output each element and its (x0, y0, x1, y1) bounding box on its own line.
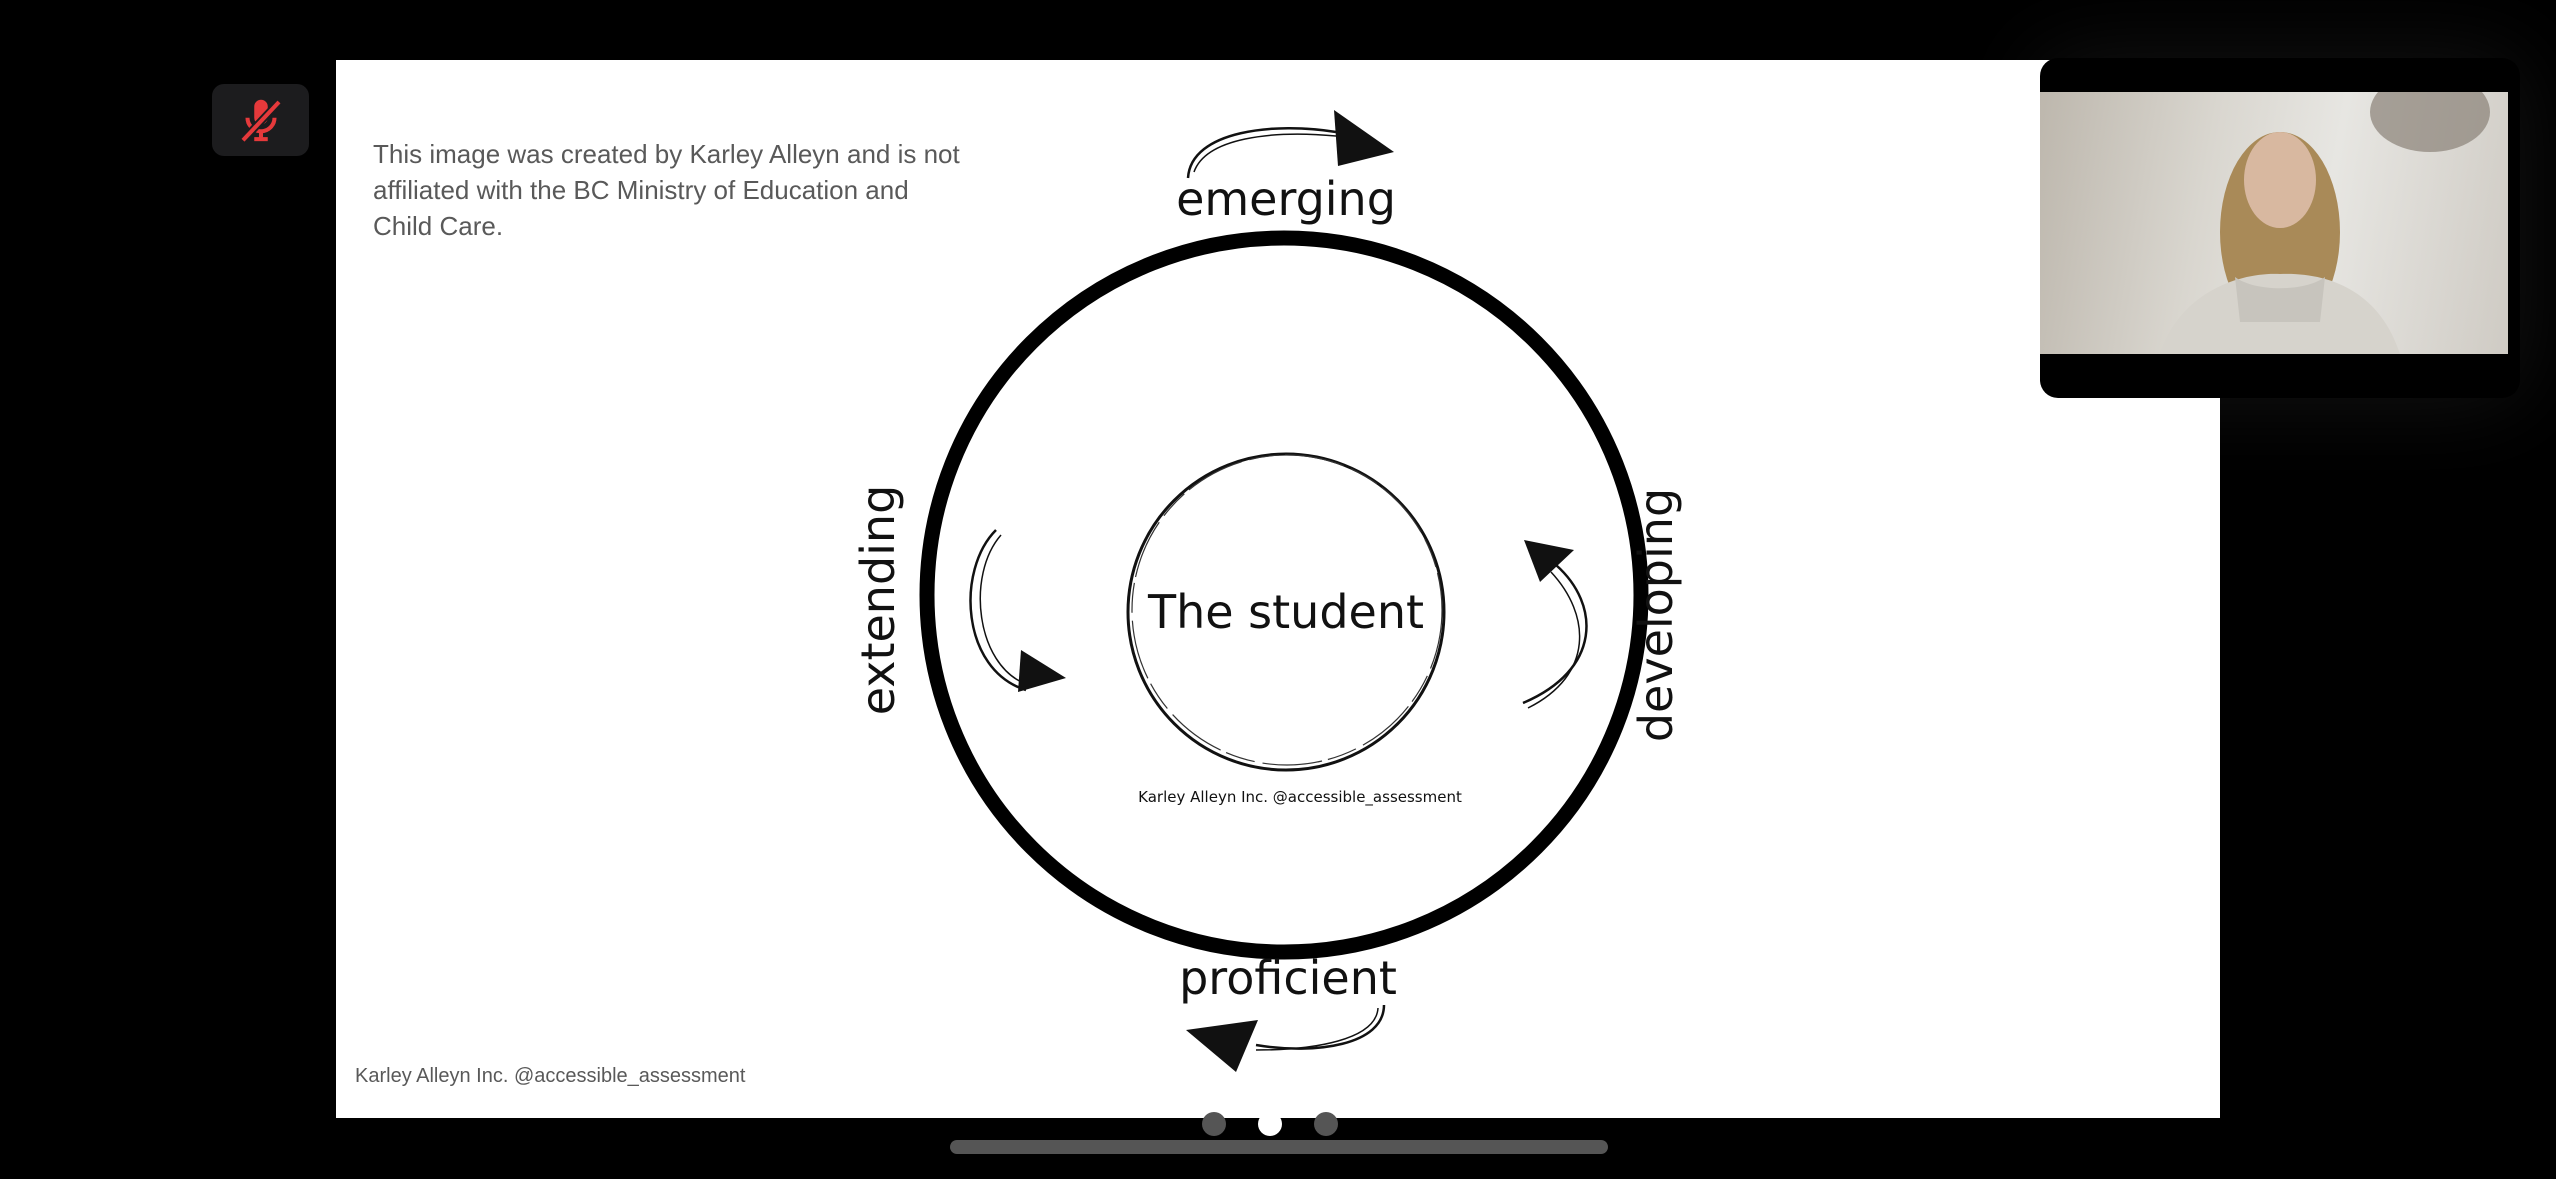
page-dot-3[interactable] (1314, 1112, 1338, 1136)
mute-button[interactable] (212, 84, 309, 156)
page-dot-2[interactable] (1258, 1112, 1282, 1136)
inner-ring (1126, 452, 1446, 772)
arrow-left (969, 529, 1066, 692)
stage-label-proficient: proficient (1179, 951, 1397, 1005)
center-label: The student (1147, 585, 1424, 639)
arrow-top (1186, 110, 1394, 179)
stage-label-extending: extending (851, 485, 905, 716)
participant-image (2160, 92, 2490, 354)
center-credit: Karley Alleyn Inc. @accessible_assessmen… (1138, 788, 1462, 807)
disclaimer-text: This image was created by Karley Alleyn … (373, 139, 960, 241)
page-indicator[interactable] (1202, 1112, 1338, 1136)
arrow-bottom (1186, 1004, 1386, 1072)
participant-video-tile[interactable] (2040, 58, 2520, 398)
presentation-slide: This image was created by Karley Alleyn … (336, 60, 2220, 1118)
outer-ring (919, 230, 1649, 960)
page-dot-1[interactable] (1202, 1112, 1226, 1136)
inner-ring-sketch (1131, 454, 1443, 766)
stage-label-developing: developing (1629, 488, 1683, 742)
footer-credit: Karley Alleyn Inc. @accessible_assessmen… (355, 1065, 746, 1087)
microphone-muted-icon (239, 99, 282, 143)
home-indicator-bar[interactable] (950, 1140, 1608, 1154)
stage-label-emerging: emerging (1176, 172, 1396, 226)
learning-cycle-diagram: The student Karley Alleyn Inc. @accessib… (851, 110, 1683, 1072)
arrow-right (1522, 540, 1588, 709)
participant-video-feed (2040, 92, 2508, 354)
